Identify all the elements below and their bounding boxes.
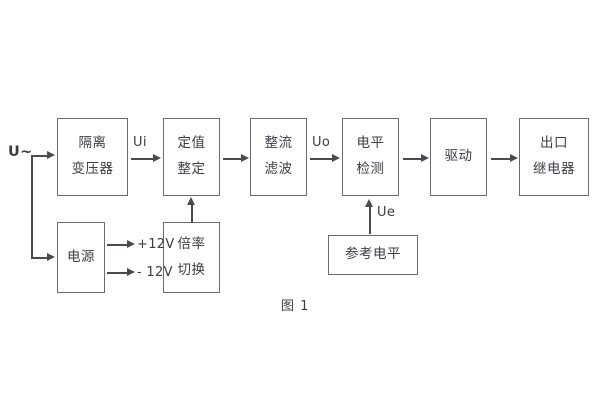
block-drive: 驱动 bbox=[430, 118, 487, 196]
signal-label-minus-12v: - 12V bbox=[137, 265, 173, 280]
wire-trunk-to-power-supply bbox=[31, 257, 49, 259]
signal-label-ue: Ue bbox=[377, 205, 396, 220]
wire-power-supply-positive-rail bbox=[107, 244, 129, 246]
arrowhead-to-power-supply bbox=[47, 253, 55, 261]
arrowhead-drive-to-output-relay bbox=[510, 154, 518, 162]
wire-setting-to-rectify bbox=[223, 158, 243, 160]
block-isolation-transformer: 隔离 变压器 bbox=[57, 118, 128, 196]
block-output-relay: 出口 继电器 bbox=[519, 118, 589, 196]
arrowhead-to-isolation-transformer bbox=[47, 151, 55, 159]
arrowhead-multiplier-to-setting bbox=[187, 197, 195, 205]
block-reference-level-line1: 参考电平 bbox=[345, 246, 401, 263]
source-label-u-ac: U~ bbox=[8, 144, 33, 160]
wire-transformer-to-setting bbox=[131, 158, 155, 160]
arrowhead-setting-to-rectify bbox=[241, 154, 249, 162]
wire-trunk-to-transformer bbox=[31, 155, 49, 157]
wire-reference-to-level-detect bbox=[369, 206, 371, 234]
figure-caption: 图 1 bbox=[281, 299, 310, 314]
signal-label-uo: Uo bbox=[312, 135, 331, 150]
block-level-detect-line2: 检测 bbox=[356, 161, 385, 177]
wire-supply-trunk-vertical bbox=[31, 155, 33, 258]
wire-level-detect-to-drive bbox=[403, 158, 423, 160]
block-output-relay-line1: 出口 bbox=[540, 135, 568, 152]
signal-label-ui: Ui bbox=[133, 135, 147, 150]
block-isolation-transformer-line2: 变压器 bbox=[71, 161, 114, 177]
arrowhead-reference-to-level-detect bbox=[365, 199, 373, 207]
block-multiplier-switch-line2: 切换 bbox=[177, 261, 206, 278]
block-power-supply-line1: 电源 bbox=[67, 248, 95, 265]
block-multiplier-switch: 倍率 切换 bbox=[163, 222, 220, 293]
block-multiplier-switch-line1: 倍率 bbox=[177, 235, 206, 252]
wire-drive-to-output-relay bbox=[491, 158, 512, 160]
block-level-detect: 电平 检测 bbox=[342, 118, 399, 196]
arrowhead-transformer-to-setting bbox=[153, 154, 161, 162]
wire-multiplier-to-setting bbox=[191, 204, 193, 223]
block-rectify-filter-line2: 滤波 bbox=[264, 161, 293, 177]
block-rectify-filter: 整流 滤波 bbox=[250, 118, 307, 196]
arrowhead-rectify-to-level-detect bbox=[332, 154, 340, 162]
block-reference-level: 参考电平 bbox=[328, 235, 418, 275]
block-drive-line1: 驱动 bbox=[444, 148, 473, 165]
arrowhead-level-detect-to-drive bbox=[421, 154, 429, 162]
block-setting-value-line1: 定值 bbox=[177, 135, 206, 152]
block-setting-value-line2: 整定 bbox=[177, 161, 206, 177]
wire-rectify-to-level-detect bbox=[310, 158, 334, 160]
arrowhead-negative-rail bbox=[127, 268, 135, 276]
block-setting-value: 定值 整定 bbox=[163, 118, 220, 196]
wire-power-supply-negative-rail bbox=[107, 272, 129, 274]
signal-label-plus-12v: +12V bbox=[137, 237, 175, 252]
block-power-supply: 电源 bbox=[57, 222, 105, 293]
arrowhead-positive-rail bbox=[127, 240, 135, 248]
block-rectify-filter-line1: 整流 bbox=[264, 135, 293, 152]
block-output-relay-line2: 继电器 bbox=[533, 161, 575, 177]
block-isolation-transformer-line1: 隔离 bbox=[78, 135, 107, 152]
block-level-detect-line1: 电平 bbox=[356, 135, 385, 152]
